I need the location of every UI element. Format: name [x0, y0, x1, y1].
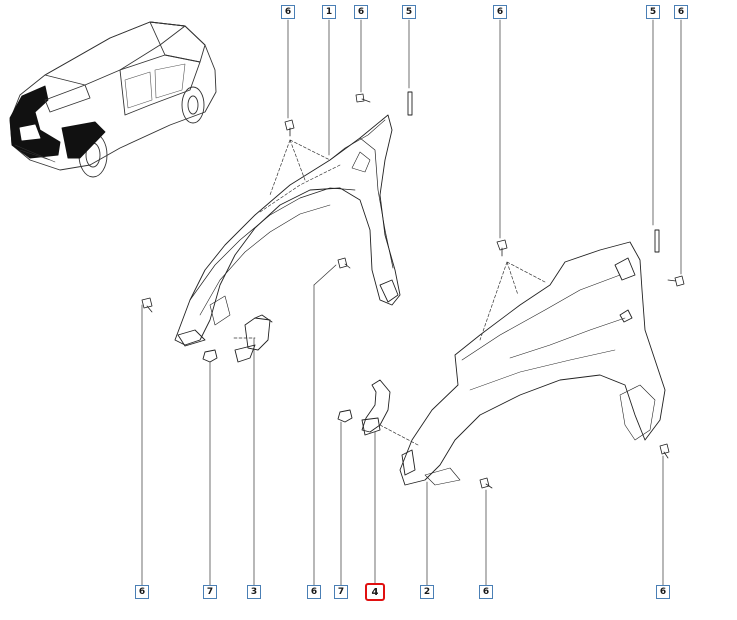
- callout-part-1[interactable]: 1: [322, 5, 336, 19]
- callout-part-6[interactable]: 6: [493, 5, 507, 19]
- screw-parts: [141, 93, 685, 489]
- bracket-part-4: [361, 379, 391, 436]
- callout-part-5[interactable]: 5: [646, 5, 660, 19]
- rivet-nut-parts: [202, 349, 353, 423]
- leader-lines: [141, 19, 682, 586]
- fender-right: [399, 241, 666, 486]
- callout-part-4-highlighted[interactable]: 4: [365, 583, 385, 601]
- callout-part-6[interactable]: 6: [656, 585, 670, 599]
- vehicle-thumbnail: [9, 21, 217, 178]
- callout-part-2[interactable]: 2: [420, 585, 434, 599]
- fender-left: [174, 114, 401, 347]
- callout-part-6[interactable]: 6: [135, 585, 149, 599]
- callout-part-6[interactable]: 6: [354, 5, 368, 19]
- callout-part-6[interactable]: 6: [674, 5, 688, 19]
- callout-part-7[interactable]: 7: [334, 585, 348, 599]
- callout-part-6[interactable]: 6: [479, 585, 493, 599]
- bracket-part-3: [234, 314, 273, 363]
- callout-part-6[interactable]: 6: [281, 5, 295, 19]
- callout-part-7[interactable]: 7: [203, 585, 217, 599]
- clip-parts: [407, 91, 660, 253]
- callout-part-5[interactable]: 5: [402, 5, 416, 19]
- callout-part-3[interactable]: 3: [247, 585, 261, 599]
- callout-part-6[interactable]: 6: [307, 585, 321, 599]
